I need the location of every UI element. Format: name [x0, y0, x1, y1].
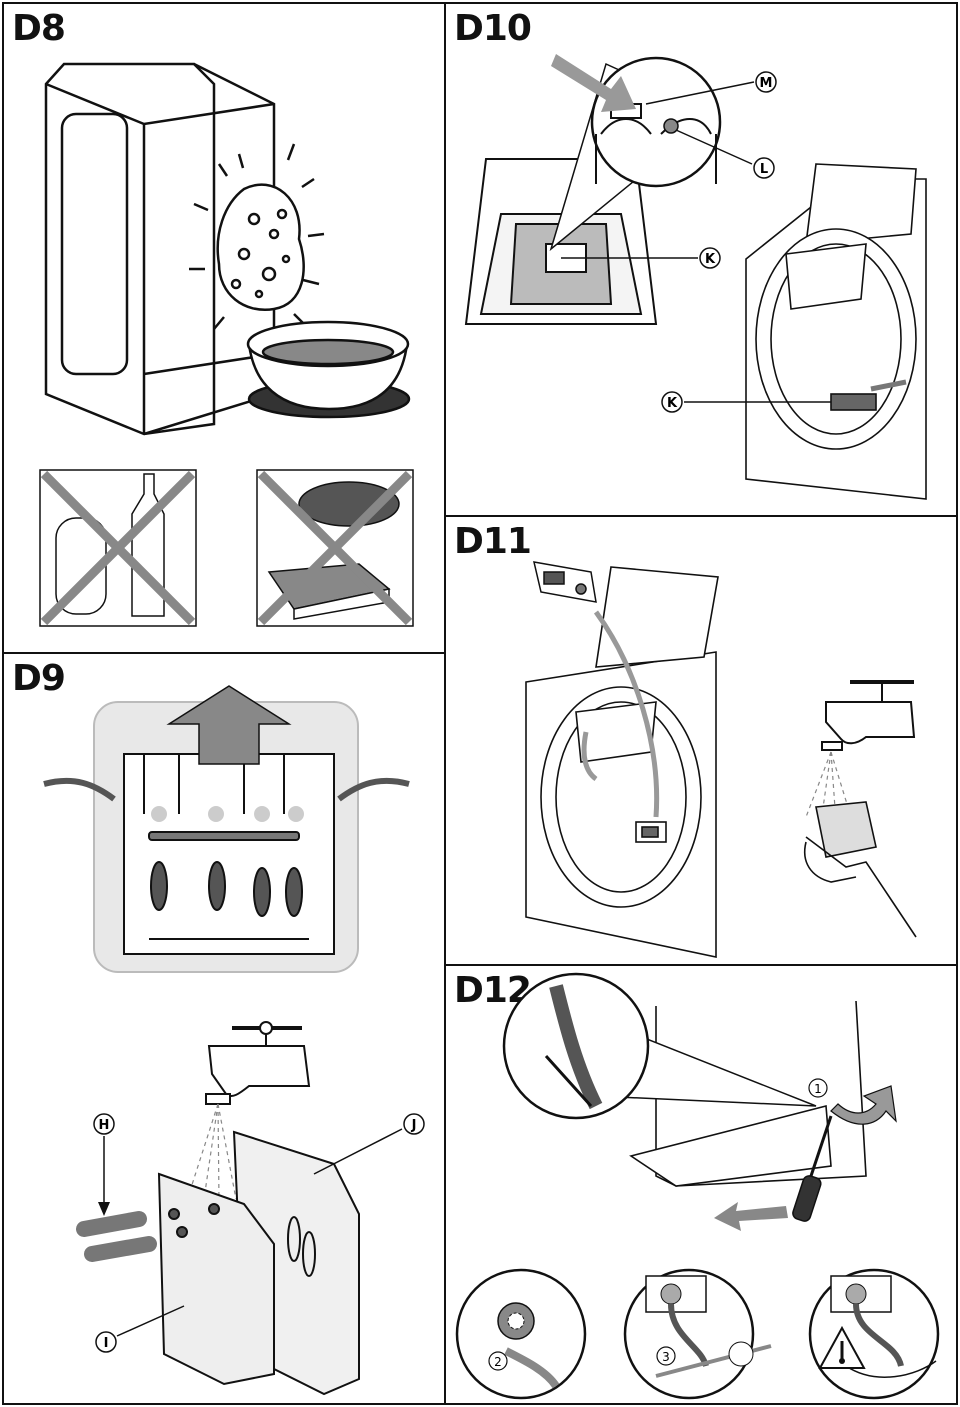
push-arrow — [551, 54, 636, 112]
removed-filter-part — [533, 561, 597, 603]
svg-text:H: H — [99, 1118, 110, 1133]
press-left-arrow — [43, 777, 116, 802]
d10-illustration: M L K K — [464, 54, 927, 500]
pull-up-arrow — [166, 685, 292, 765]
panel-d11: D11 — [444, 515, 958, 966]
d12-illustration: 1 2 3 — [455, 972, 940, 1400]
filter-parts-drawing — [76, 1130, 360, 1396]
step-1: 1 — [808, 1078, 828, 1098]
d9-illustration: H I J — [43, 685, 425, 1396]
filter-drawer-drawing — [93, 701, 359, 973]
panel-title: D9 — [12, 658, 66, 699]
panel-title: D8 — [12, 8, 66, 49]
callout-k-drum: K — [661, 391, 831, 413]
callout-j: J — [313, 1113, 425, 1175]
open-arrow — [830, 1085, 897, 1125]
remove-arrow — [593, 610, 660, 818]
d11-illustration — [525, 561, 917, 958]
svg-text:M: M — [760, 76, 773, 91]
water-spray — [188, 1103, 237, 1203]
svg-text:I: I — [104, 1336, 109, 1351]
press-right-arrow — [337, 777, 410, 802]
tap-drawing — [205, 1021, 311, 1105]
panel-d12: D12 1 — [444, 964, 958, 1405]
panel-d9: D9 — [2, 652, 446, 1405]
machine-open-drum-drawing — [525, 566, 719, 958]
hot-water-warning-icon — [818, 1325, 866, 1369]
opened-drum-drawing — [745, 163, 927, 500]
svg-text:3: 3 — [662, 1350, 670, 1364]
panel-title: D11 — [454, 521, 532, 562]
pull-arrow — [714, 1202, 788, 1231]
panel-title: D10 — [454, 8, 532, 49]
panel-d10: D10 — [444, 2, 958, 517]
callout-h: H — [93, 1113, 115, 1216]
prohibited-solvents-box — [39, 469, 197, 627]
callout-l: L — [675, 129, 775, 179]
svg-text:K: K — [705, 252, 716, 267]
svg-text:2: 2 — [494, 1355, 502, 1369]
screwdriver — [792, 1115, 833, 1222]
step-3: 3 — [656, 1346, 676, 1366]
svg-text:1: 1 — [814, 1082, 822, 1096]
tap-drawing — [821, 680, 916, 751]
svg-text:L: L — [760, 162, 768, 177]
callout-k-top: K — [561, 247, 721, 269]
panel-d8: D8 — [2, 2, 446, 654]
callout-m: M — [645, 71, 777, 105]
wet-sponge-drawing — [189, 143, 325, 330]
step-2: 2 — [488, 1351, 508, 1371]
d8-illustration — [39, 62, 414, 627]
hand-washing-part — [804, 801, 917, 938]
prohibited-abrasives-box — [256, 469, 414, 627]
water-bowl-drawing — [246, 320, 411, 419]
svg-text:K: K — [667, 396, 678, 411]
callout-i: I — [95, 1305, 185, 1353]
svg-text:J: J — [411, 1118, 417, 1133]
